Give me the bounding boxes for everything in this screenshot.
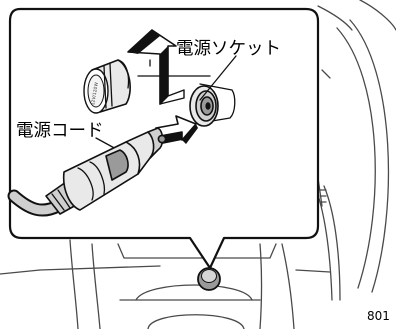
figure-number: 801: [367, 309, 390, 323]
up-arrow-icon: [127, 29, 185, 105]
socket-cap: 12V/120W: [83, 59, 131, 114]
right-arrow-icon: [155, 115, 198, 144]
socket-location-marker: [197, 267, 221, 291]
power-socket-label: 電源ソケット: [176, 39, 281, 59]
power-cord-plug: [7, 127, 167, 217]
power-cord-label: 電源コード: [16, 121, 104, 141]
socket-housing: [137, 59, 236, 127]
plug-marking: 12V/120W: [90, 81, 100, 106]
socket-leader-line: [199, 55, 237, 101]
